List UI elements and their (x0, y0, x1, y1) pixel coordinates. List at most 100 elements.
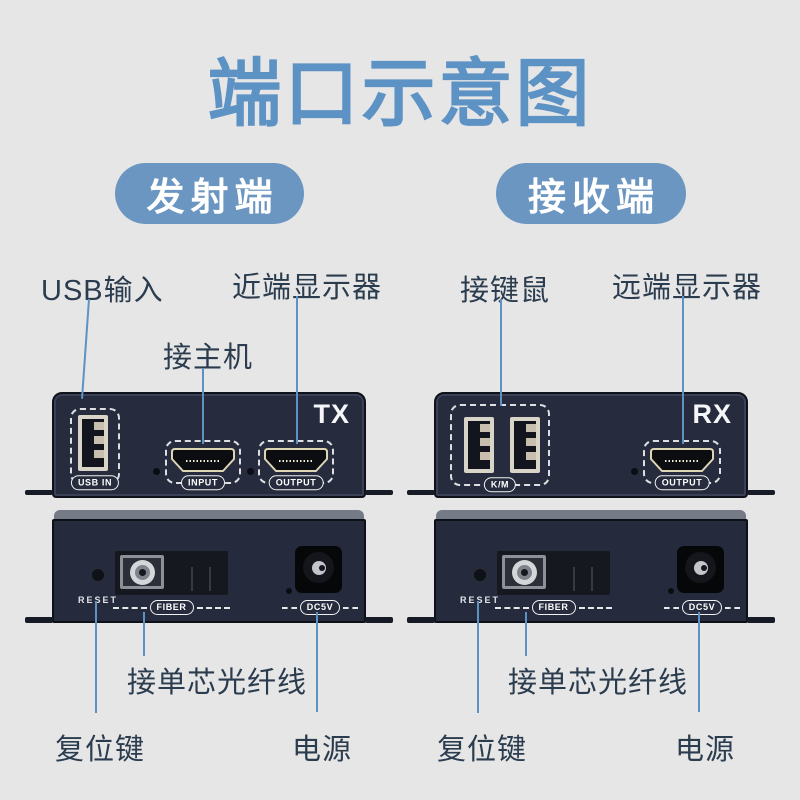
usb-a-port-icon (510, 417, 540, 473)
usb-in-port-label: USB IN (70, 475, 120, 491)
ferrule-ring (511, 559, 537, 585)
hdmi-port-icon (264, 448, 328, 472)
power-label-row: DC5V (282, 600, 359, 615)
power-label-tx: 电源 (292, 734, 353, 766)
reset-button-icon (90, 567, 106, 583)
tx-rear-panel: RESET FIBER DC5V (25, 510, 393, 623)
usb-input-label: USB输入 (41, 275, 164, 307)
usb-contacts (526, 424, 536, 466)
callout-line-keyboard-mouse (500, 299, 502, 406)
fiber-label-row: FIBER (113, 600, 230, 615)
hdmi-output-zone: OUTPUT (258, 440, 334, 491)
module-seam (573, 567, 575, 591)
mounting-ear (747, 617, 775, 623)
dash-line (578, 606, 612, 609)
dc-power-jack-icon (677, 546, 724, 593)
reset-key-label-rx: 复位键 (437, 734, 528, 766)
dc-pin (693, 560, 708, 575)
dash-line (196, 606, 230, 609)
callout-line-near-display (296, 296, 298, 444)
hdmi-input-zone: INPUT (165, 440, 241, 491)
dc-barrel (685, 552, 716, 583)
callout-line-reset-rx (477, 601, 479, 713)
ferrule-ring (516, 564, 532, 580)
hdmi-output-port-label: OUTPUT (268, 475, 324, 491)
reset-button-icon (472, 567, 488, 583)
km-port-label: K/M (483, 477, 517, 493)
dc-power-jack-icon (295, 546, 342, 593)
mounting-ear (407, 490, 435, 495)
screw-dot (247, 468, 254, 475)
callout-line-power-rx (698, 612, 700, 712)
transmitter-badge: 发射端 (115, 163, 304, 224)
screw-dot (631, 468, 638, 475)
fiber-module (115, 551, 228, 595)
hdmi-input-port-label: INPUT (181, 475, 225, 491)
dc5v-port-label: DC5V (299, 600, 341, 615)
sc-fiber-connector-icon (502, 555, 546, 589)
module-seam (591, 567, 593, 591)
reset-port-label: RESET (77, 595, 118, 605)
mounting-ear (747, 490, 775, 495)
callout-line-fiber-rx (525, 612, 527, 656)
mounting-ear (25, 617, 53, 623)
fiber-port-label: FIBER (149, 600, 194, 615)
page-title: 端口示意图 (207, 52, 593, 135)
mounting-ear (407, 617, 435, 623)
mounting-ear (25, 490, 53, 495)
fiber-label-row: FIBER (495, 600, 612, 615)
hdmi-output-zone: OUTPUT (643, 440, 721, 491)
dc5v-port-label: DC5V (681, 600, 723, 615)
usb-port-zone: USB IN (70, 408, 120, 491)
callout-line-usb-input (81, 298, 90, 399)
dash-line (282, 606, 297, 609)
ferrule-hole (138, 568, 146, 576)
module-seam (191, 567, 193, 591)
fiber-cable-label-rx: 接单芯光纤线 (508, 667, 689, 699)
fiber-port-label: FIBER (531, 600, 576, 615)
hdmi-output-port-label: OUTPUT (654, 475, 710, 491)
tx-logo: TX (313, 399, 350, 429)
ferrule-ring (134, 564, 150, 580)
mounting-ear (365, 490, 393, 495)
module-seam (209, 567, 211, 591)
fiber-module (497, 551, 610, 595)
screw-dot (668, 588, 674, 594)
rx-front-panel: RX K/M OUTPUT (407, 392, 775, 498)
callout-line-remote-display (682, 296, 684, 444)
power-label-row: DC5V (664, 600, 741, 615)
mounting-ear (365, 617, 393, 623)
sc-fiber-connector-icon (120, 555, 164, 589)
usb-contacts (480, 424, 490, 466)
remote-display-label: 远端显示器 (612, 272, 763, 304)
dash-line (343, 606, 359, 609)
power-label-rx: 电源 (675, 734, 736, 766)
usb-contacts (94, 422, 104, 464)
rx-rear-panel: RESET FIBER DC5V (407, 510, 775, 623)
near-display-label: 近端显示器 (232, 272, 383, 304)
callout-line-host (202, 368, 204, 444)
rx-logo: RX (692, 399, 732, 429)
callout-line-fiber-tx (143, 612, 145, 656)
receiver-badge: 接收端 (496, 163, 686, 224)
hdmi-port-icon (650, 448, 714, 472)
dash-line (664, 606, 679, 609)
reset-port-label: RESET (459, 595, 500, 605)
usb-a-port-icon (78, 415, 108, 471)
ferrule-hole (520, 568, 528, 576)
usb-a-port-icon (464, 417, 494, 473)
callout-line-reset-tx (95, 601, 97, 713)
callout-line-power-tx (316, 612, 318, 712)
screw-dot (286, 588, 292, 594)
ferrule-ring (129, 559, 155, 585)
km-usb-zone: K/M (450, 404, 550, 493)
dc-barrel (303, 552, 334, 583)
fiber-cable-label-tx: 接单芯光纤线 (127, 667, 308, 699)
keyboard-mouse-label: 接键鼠 (460, 275, 551, 307)
dash-line (495, 606, 529, 609)
host-label: 接主机 (163, 342, 254, 374)
dash-line (113, 606, 147, 609)
reset-key-label-tx: 复位键 (55, 734, 146, 766)
screw-dot (153, 468, 160, 475)
